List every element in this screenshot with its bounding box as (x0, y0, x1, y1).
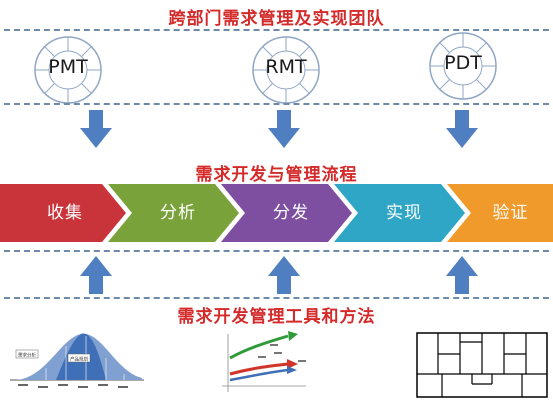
curve-label-planning: 产品规划 (70, 356, 88, 363)
divider-bottom (4, 297, 549, 299)
divider-upper (4, 103, 549, 105)
down-arrow-icon (446, 110, 478, 148)
wheel-icon (429, 32, 497, 100)
team-pdt: PDT (427, 30, 499, 102)
trend-arrows-diagram-icon (222, 331, 306, 392)
team-label-pmt: PMT (48, 56, 88, 78)
team-label-rmt: RMT (265, 56, 307, 78)
step-distribute-label: 分发 (273, 203, 309, 223)
up-arrow-icon (446, 256, 478, 294)
team-label-pdt: PDT (444, 52, 482, 74)
team-section-title: 跨部门需求管理及实现团队 (168, 9, 385, 29)
divider-top (4, 29, 549, 31)
grid-layout-diagram-icon (416, 332, 548, 398)
chevron-implement (334, 184, 465, 242)
team-pmt: PMT (32, 34, 104, 106)
bell-curve-chart-icon: 需求分析 产品规划 (10, 333, 144, 388)
chevron-distribute (221, 184, 352, 242)
up-arrow-icon (268, 256, 300, 294)
step-verify-label: 验证 (492, 203, 529, 223)
wheel-icon (34, 36, 102, 104)
up-arrow-icon (80, 256, 112, 294)
step-collect-label: 收集 (47, 203, 83, 223)
chevron-analyze (108, 184, 239, 242)
process-section-title: 需求开发与管理流程 (195, 165, 358, 185)
tools-section-title: 需求开发管理工具和方法 (177, 307, 376, 327)
down-arrow-icon (80, 110, 112, 148)
step-analyze-label: 分析 (160, 203, 196, 223)
team-rmt: RMT (250, 34, 322, 106)
process-chevrons (0, 184, 553, 242)
down-arrow-icon (268, 110, 300, 148)
chevron-verify (447, 184, 553, 242)
chevron-collect (0, 184, 126, 242)
wheel-icon (252, 36, 320, 104)
curve-label-analysis: 需求分析 (18, 352, 36, 359)
divider-lower (4, 250, 549, 252)
process-flow: 收集 分析 分发 实现 验证 (0, 184, 553, 242)
step-implement-label: 实现 (386, 203, 422, 223)
